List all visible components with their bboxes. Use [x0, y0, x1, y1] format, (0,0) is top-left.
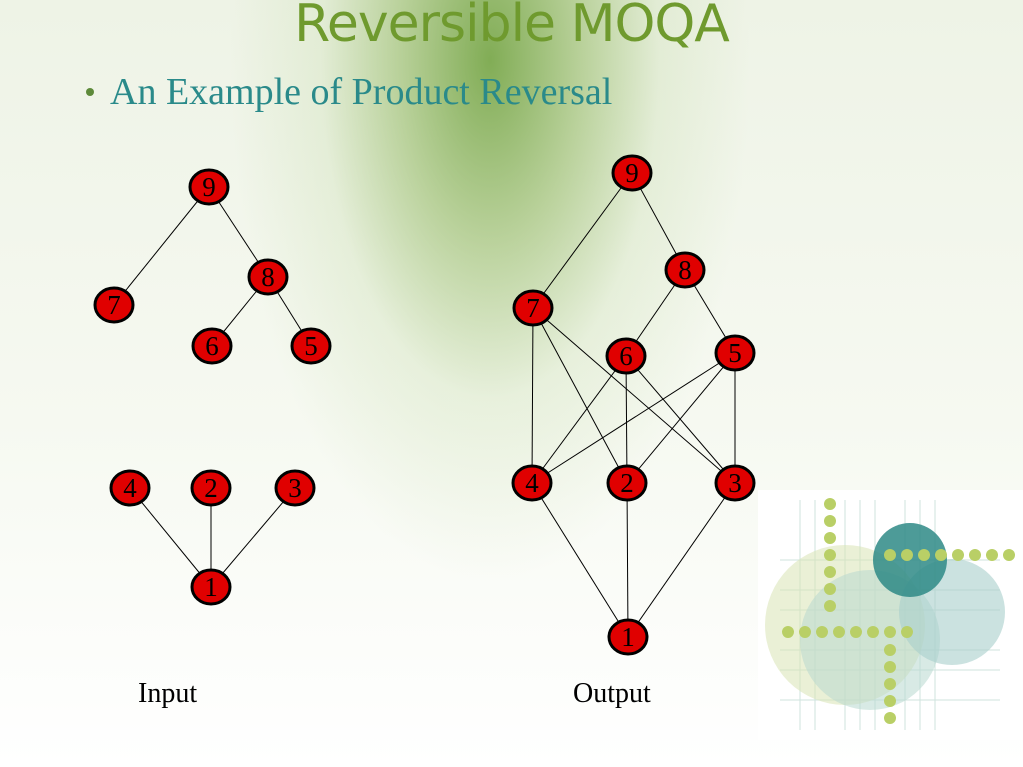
output-node-label: 9 [625, 158, 639, 188]
input-node-8: 8 [247, 258, 289, 296]
output-node-label: 4 [525, 468, 539, 498]
output-edge-2-1 [626, 482, 629, 638]
input-node-9: 9 [188, 168, 230, 206]
output-node-label: 2 [620, 468, 634, 498]
output-edge-3-1 [627, 482, 736, 638]
bullet-item: An Example of Product Reversal [86, 70, 612, 114]
output-node-9: 9 [611, 154, 653, 192]
output-edge-7-3 [532, 307, 736, 484]
output-edge-7-2 [532, 307, 628, 484]
input-caption: Input [138, 678, 198, 709]
bullet-text: An Example of Product Reversal [110, 71, 613, 113]
output-edge-4-1 [531, 482, 629, 638]
output-node-7: 7 [512, 289, 554, 327]
output-edge-5-2 [626, 352, 736, 484]
input-node-5: 5 [290, 327, 332, 365]
input-node-label: 2 [204, 473, 218, 503]
output-node-label: 1 [621, 622, 635, 652]
output-node-4: 4 [511, 464, 553, 502]
input-node-label: 8 [261, 262, 275, 292]
output-edge-9-7 [532, 172, 633, 309]
output-node-6: 6 [605, 337, 647, 375]
input-node-label: 6 [205, 331, 219, 361]
output-node-label: 3 [728, 468, 742, 498]
output-node-8: 8 [664, 251, 706, 289]
output-edge-6-4 [531, 355, 627, 484]
input-node-label: 1 [204, 572, 218, 602]
input-node-4: 4 [109, 469, 151, 507]
input-node-label: 3 [288, 473, 302, 503]
output-node-label: 5 [728, 338, 742, 368]
output-edge-6-2 [625, 355, 628, 484]
output-node-2: 2 [606, 464, 648, 502]
input-node-label: 4 [123, 473, 137, 503]
input-node-6: 6 [191, 327, 233, 365]
output-node-3: 3 [714, 464, 756, 502]
output-edge-6-3 [625, 355, 736, 484]
input-edge-9-7 [113, 186, 210, 306]
output-node-5: 5 [714, 334, 756, 372]
output-caption: Output [573, 678, 651, 709]
output-node-label: 7 [526, 293, 540, 323]
slide-title: Reversible MOQA [294, 0, 730, 54]
output-edge-7-4 [531, 307, 534, 484]
input-node-label: 7 [107, 290, 121, 320]
input-node-label: 9 [202, 172, 216, 202]
input-node-label: 5 [304, 331, 318, 361]
bullet-dot-icon [86, 88, 94, 96]
output-edge-5-4 [531, 352, 736, 484]
output-node-label: 6 [619, 341, 633, 371]
output-node-label: 8 [678, 255, 692, 285]
input-edge-3-1 [210, 487, 296, 588]
input-node-1: 1 [190, 568, 232, 606]
input-edge-4-1 [129, 487, 212, 588]
input-node-3: 3 [274, 469, 316, 507]
output-node-1: 1 [607, 618, 649, 656]
input-node-7: 7 [93, 286, 135, 324]
input-node-2: 2 [190, 469, 232, 507]
